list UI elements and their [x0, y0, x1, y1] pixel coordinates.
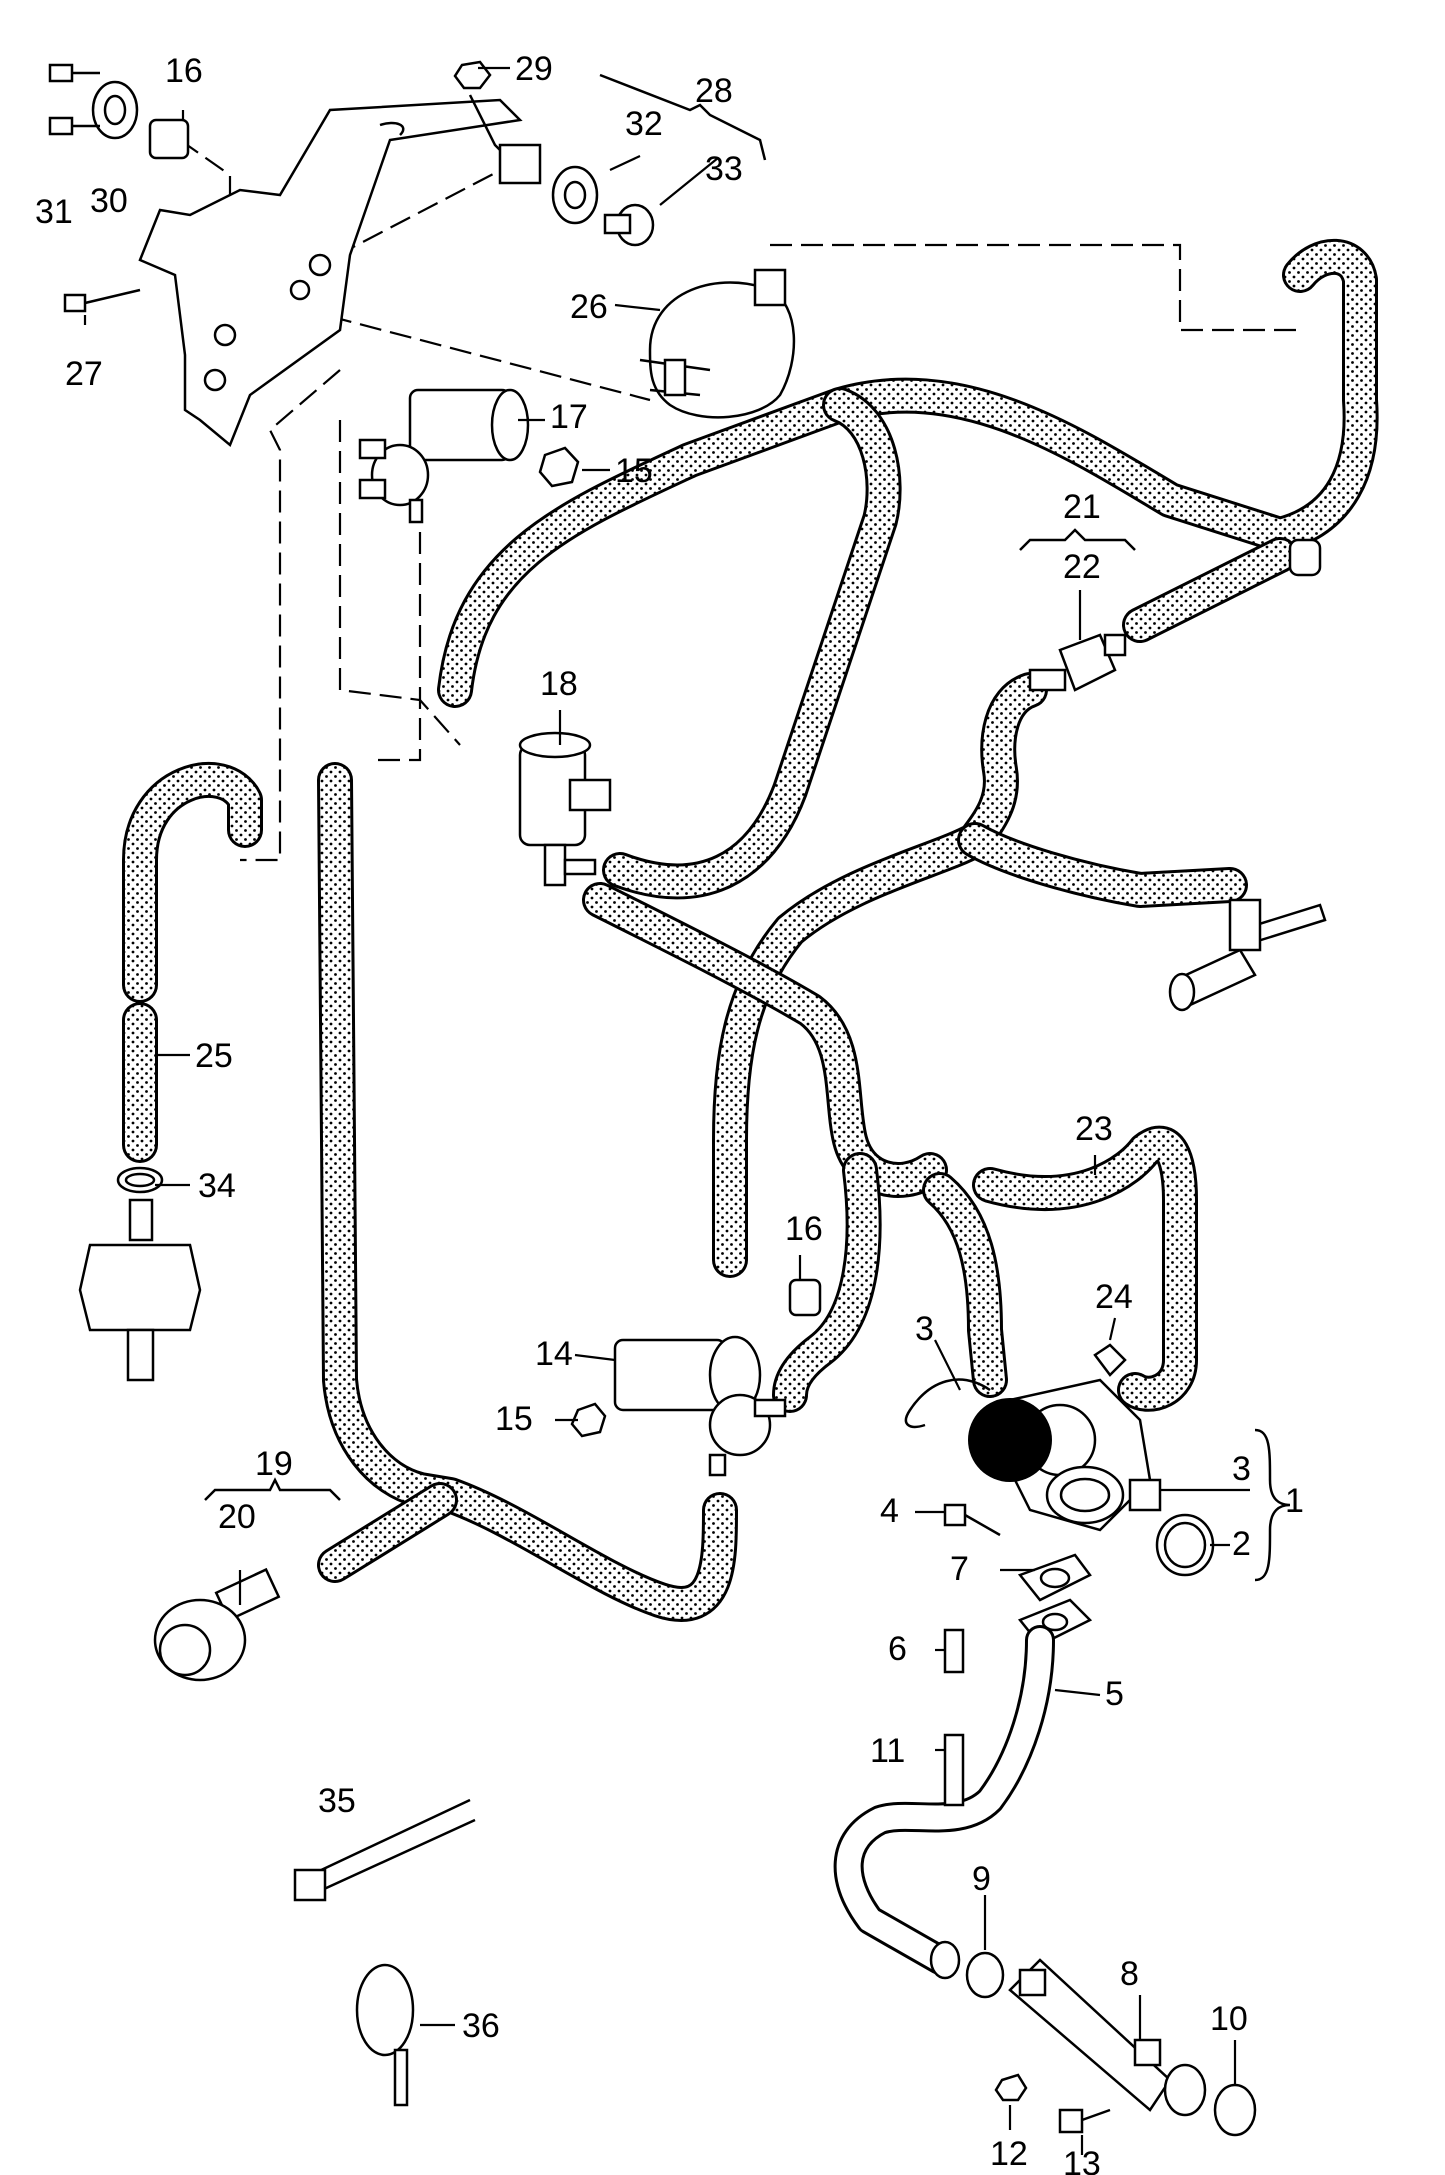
- callout-30: 30: [90, 182, 128, 220]
- grommet-30: [91, 80, 139, 140]
- callout-27: 27: [65, 355, 103, 393]
- bolt-11: [943, 1733, 965, 1807]
- callout-23: 23: [1075, 1110, 1113, 1148]
- callout-4: 4: [880, 1492, 899, 1530]
- connector-22: [1028, 633, 1127, 692]
- callout-25: 25: [195, 1037, 233, 1075]
- redaction-blob: [968, 1398, 1052, 1482]
- egr-valve-1: [968, 1378, 1162, 1532]
- callout-18: 18: [540, 665, 578, 703]
- grommet-32: [551, 165, 599, 225]
- nut-15-upper: [538, 446, 580, 488]
- bolt-6: [943, 1628, 965, 1674]
- pipe-5: [833, 1598, 1093, 1980]
- bolt-4: [943, 1503, 1001, 1537]
- callout-12: 12: [990, 2135, 1028, 2173]
- callout-9: 9: [972, 1860, 991, 1898]
- callout-26: 26: [570, 288, 608, 326]
- valve-18: [518, 731, 612, 887]
- bushing-16-lower: [788, 1278, 822, 1317]
- callout-6: 6: [888, 1630, 907, 1668]
- mount-28: [498, 143, 542, 185]
- group-brackets: [204, 73, 1291, 1582]
- callout-15a: 15: [615, 452, 653, 490]
- bushing-16-top: [148, 118, 190, 160]
- vacuum-reservoir-26: [639, 268, 796, 419]
- callout-5: 5: [1105, 1675, 1124, 1713]
- connector-8: [1008, 1958, 1207, 2117]
- filter-20: [153, 1567, 281, 1682]
- callout-16a: 16: [165, 52, 203, 90]
- callout-29: 29: [515, 50, 553, 88]
- callout-35: 35: [318, 1782, 356, 1820]
- cable-tie-36: [355, 1963, 415, 2107]
- callout-10: 10: [1210, 2000, 1248, 2038]
- hose-end-right: [1288, 538, 1322, 577]
- gasket-7: [1017, 1553, 1092, 1602]
- callout-17: 17: [550, 398, 588, 436]
- callout-16b: 16: [785, 1210, 823, 1248]
- cable-tie-35: [293, 1798, 476, 1902]
- callout-1: 1: [1285, 1482, 1304, 1520]
- nut-12: [994, 2073, 1028, 2102]
- callout-8: 8: [1120, 1955, 1139, 1993]
- callout-22: 22: [1063, 548, 1101, 586]
- valve-17: [358, 388, 530, 524]
- clip-24: [1093, 1343, 1127, 1377]
- washer-33: [603, 203, 655, 247]
- clamp-34: [116, 1166, 164, 1194]
- callout-34: 34: [198, 1167, 236, 1205]
- clamp-10: [1213, 2083, 1257, 2137]
- callout-32: 32: [625, 105, 663, 143]
- callout-14: 14: [535, 1335, 573, 1373]
- callout-15b: 15: [495, 1400, 533, 1438]
- callout-33: 33: [705, 150, 743, 188]
- screws-31: [48, 63, 100, 136]
- callout-7: 7: [950, 1550, 969, 1588]
- screw-27: [63, 288, 141, 313]
- nut-15-lower: [570, 1402, 607, 1438]
- screw-13: [1058, 2108, 1111, 2134]
- callout-24: 24: [1095, 1278, 1133, 1316]
- callout-20: 20: [218, 1498, 256, 1536]
- callout-36: 36: [462, 2007, 500, 2045]
- callout-3a: 3: [915, 1310, 934, 1348]
- callout-2: 2: [1232, 1525, 1251, 1563]
- callout-28: 28: [695, 72, 733, 110]
- callout-numbers: 1 2 3 3 4 5 6 7 8 9 10 11 12 13 14 15 15…: [35, 50, 1304, 2175]
- clamp-9: [965, 1951, 1005, 1999]
- bracket: [138, 98, 523, 448]
- filter: [78, 1198, 202, 1382]
- callout-21: 21: [1063, 488, 1101, 526]
- spring-clip-3: [904, 1378, 991, 1429]
- vacuum-hoses: [122, 238, 1379, 1622]
- callout-13: 13: [1063, 2145, 1101, 2175]
- callout-11: 11: [870, 1732, 905, 1770]
- leader-lines: [83, 66, 1250, 2155]
- callout-31: 31: [35, 193, 73, 231]
- callout-3b: 3: [1232, 1450, 1251, 1488]
- callout-19: 19: [255, 1445, 293, 1483]
- valve-14: [613, 1335, 787, 1477]
- t-connector-right: [1168, 898, 1327, 1012]
